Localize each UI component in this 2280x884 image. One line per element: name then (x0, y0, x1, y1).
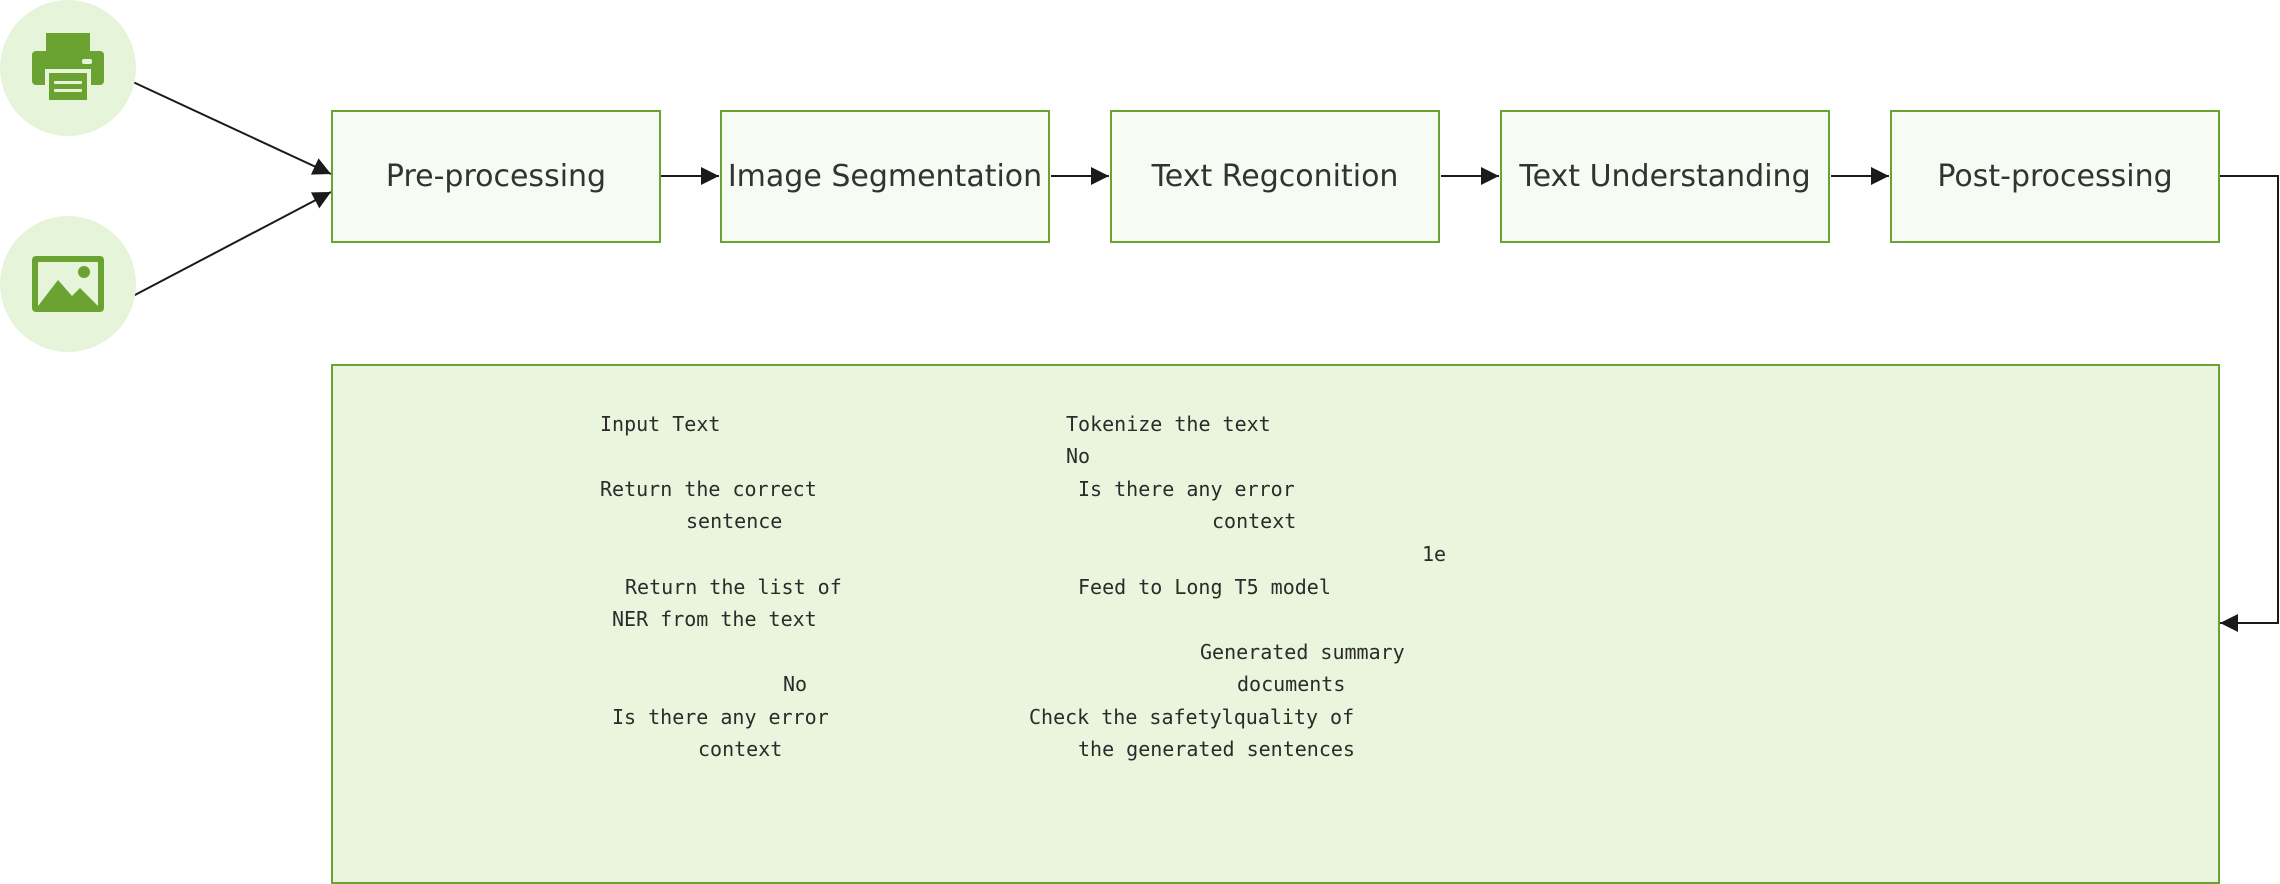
stage-text-recognition: Text Regconition (1110, 110, 1440, 243)
return-correct-label: Return the correct (600, 477, 817, 501)
stray-label: 1e (1422, 542, 1447, 566)
stage-postprocessing: Post-processing (1890, 110, 2220, 243)
printer-icon (32, 33, 104, 103)
printer-source (0, 0, 136, 136)
return-correct-label-line2: sentence (686, 509, 783, 533)
image-icon (32, 256, 104, 312)
return-list-label: Return the list of (625, 575, 842, 599)
arrow-printer-to-preprocessing (132, 81, 332, 175)
generated-summary-label: Generated summary (1200, 640, 1405, 664)
arrow-image-to-preprocessing (132, 191, 332, 297)
check-quality-label: Check the safetylquality of (1029, 705, 1355, 729)
arrow-postprocessing-to-panel (2220, 175, 2279, 632)
left-error-label-line2: context (698, 737, 783, 761)
return-list-label-line2: NER from the text (612, 607, 817, 631)
right-error-label-line2: context (1212, 509, 1297, 533)
detail-panel: Input Text Return the correct sentence R… (331, 364, 2220, 884)
input-text-label: Input Text (600, 412, 721, 436)
feed-model-label: Feed to Long T5 model (1078, 575, 1331, 599)
stage-image-segmentation: Image Segmentation (720, 110, 1050, 243)
right-error-label: Is there any error (1078, 477, 1295, 501)
left-error-label: Is there any error (612, 705, 829, 729)
stage-text-understanding: Text Understanding (1500, 110, 1830, 243)
right-no-label: No (1066, 444, 1091, 468)
stage-preprocessing: Pre-processing (331, 110, 661, 243)
tokenize-label: Tokenize the text (1066, 412, 1271, 436)
check-quality-label-line2: the generated sentences (1078, 737, 1355, 761)
generated-summary-label-line2: documents (1237, 672, 1346, 696)
left-no-label: No (783, 672, 808, 696)
image-source (0, 216, 136, 352)
